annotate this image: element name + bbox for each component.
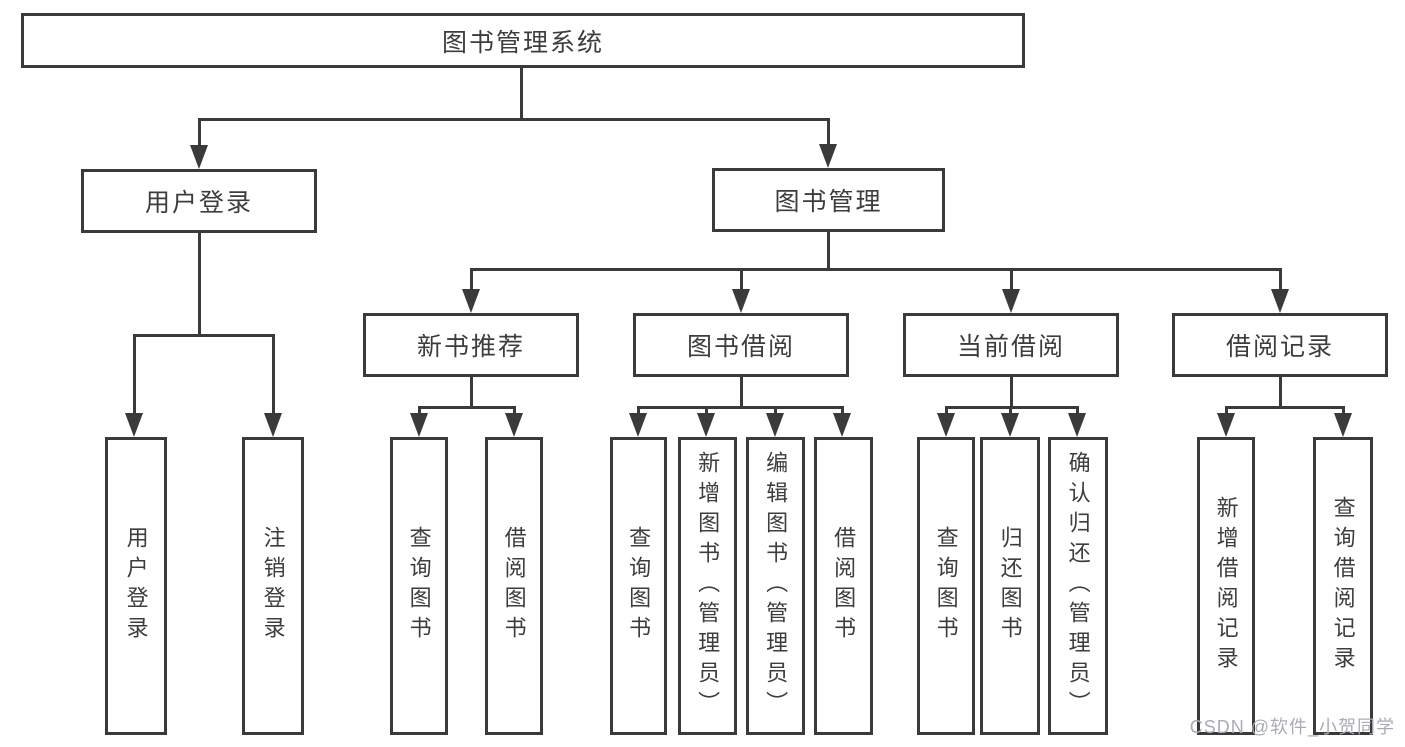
connector-line [945,406,948,417]
node-current-borrowing: 当前借阅 [903,313,1119,377]
node-library-management-system: 图书管理系统 [21,13,1025,68]
connector-line [705,406,708,417]
connector-line [1009,406,1012,417]
connector-line [827,118,830,146]
arrow-down-icon [629,413,647,437]
leaf-label: 查询借阅记录 [1330,496,1356,676]
connector-line [418,406,421,417]
leaf-confirm-return-admin: 确认归还（管理员） [1048,437,1108,735]
leaf-label: 注销登录 [260,526,286,646]
connector-line [418,406,516,409]
node-label: 借阅记录 [1225,333,1334,361]
arrow-down-icon [819,144,837,168]
arrow-down-icon [190,145,208,169]
connector-line [133,334,274,337]
node-borrowing-records: 借阅记录 [1172,313,1388,377]
node-label: 图书借阅 [686,333,795,361]
arrow-down-icon [1068,413,1086,437]
arrow-down-icon [1271,289,1289,313]
connector-line [740,268,743,292]
connector-line [1225,406,1345,409]
leaf-label: 编辑图书（管理员） [763,451,789,721]
connector-line [827,232,830,271]
arrow-down-icon [410,413,428,437]
leaf-label: 新增借阅记录 [1213,496,1239,676]
arrow-down-icon [1002,289,1020,313]
arrow-down-icon [505,413,523,437]
connector-line [841,406,844,417]
leaf-add-borrow-record: 新增借阅记录 [1197,437,1255,735]
leaf-borrow-books-recommend: 借阅图书 [485,437,543,735]
connector-line [1225,406,1228,417]
node-book-management: 图书管理 [712,168,945,232]
node-label: 图书管理系统 [441,28,604,57]
connector-line [198,118,830,121]
arrow-down-icon [937,413,955,437]
leaf-label: 查询图书 [933,526,959,646]
node-label: 图书管理 [774,188,883,216]
connector-line [272,334,275,415]
connector-line [1342,406,1345,417]
leaf-edit-books-admin: 编辑图书（管理员） [746,437,805,735]
connector-line [945,406,1079,409]
arrow-down-icon [732,289,750,313]
node-label: 用户登录 [144,189,253,217]
connector-line [774,406,777,417]
connector-line [470,268,1281,271]
connector-line [133,334,136,415]
leaf-label: 查询图书 [406,526,432,646]
node-label: 新书推荐 [416,333,525,361]
connector-line [1279,377,1282,409]
leaf-logout: 注销登录 [242,437,304,735]
node-user-login: 用户登录 [81,169,317,233]
leaf-label: 确认归还（管理员） [1065,451,1091,721]
connector-line [740,377,743,409]
connector-line [637,406,640,417]
leaf-query-books-recommend: 查询图书 [390,437,448,735]
leaf-add-books-admin: 新增图书（管理员） [678,437,737,735]
watermark: CSDN @软件_小贺同学 [1189,717,1395,737]
arrow-down-icon [697,413,715,437]
connector-line [470,377,473,409]
leaf-label: 借阅图书 [501,526,527,646]
leaf-user-login: 用户登录 [105,437,167,735]
node-book-borrowing: 图书借阅 [633,313,849,377]
arrow-down-icon [1001,413,1019,437]
leaf-query-books-current: 查询图书 [917,437,975,735]
connector-line [470,268,473,292]
arrow-down-icon [766,413,784,437]
leaf-return-books: 归还图书 [980,437,1040,735]
connector-line [198,118,201,146]
connector-line [198,233,201,337]
leaf-query-borrow-record: 查询借阅记录 [1313,437,1373,735]
connector-line [1010,377,1013,409]
connector-line [1010,268,1013,292]
leaf-label: 新增图书（管理员） [695,451,721,721]
leaf-label: 归还图书 [997,526,1023,646]
arrow-down-icon [264,413,282,437]
node-new-book-recommend: 新书推荐 [363,313,579,377]
connector-line [1279,268,1282,292]
arrow-down-icon [833,413,851,437]
leaf-label: 查询图书 [626,526,652,646]
connector-line [1076,406,1079,417]
leaf-borrow-books: 借阅图书 [814,437,873,735]
connector-line [513,406,516,417]
leaf-label: 用户登录 [123,526,149,646]
leaf-query-books-borrow: 查询图书 [610,437,667,735]
arrow-down-icon [462,289,480,313]
arrow-down-icon [1334,413,1352,437]
arrow-down-icon [125,413,143,437]
connector-line [637,406,844,409]
leaf-label: 借阅图书 [831,526,857,646]
arrow-down-icon [1217,413,1235,437]
connector-line [520,66,523,120]
node-label: 当前借阅 [956,333,1065,361]
